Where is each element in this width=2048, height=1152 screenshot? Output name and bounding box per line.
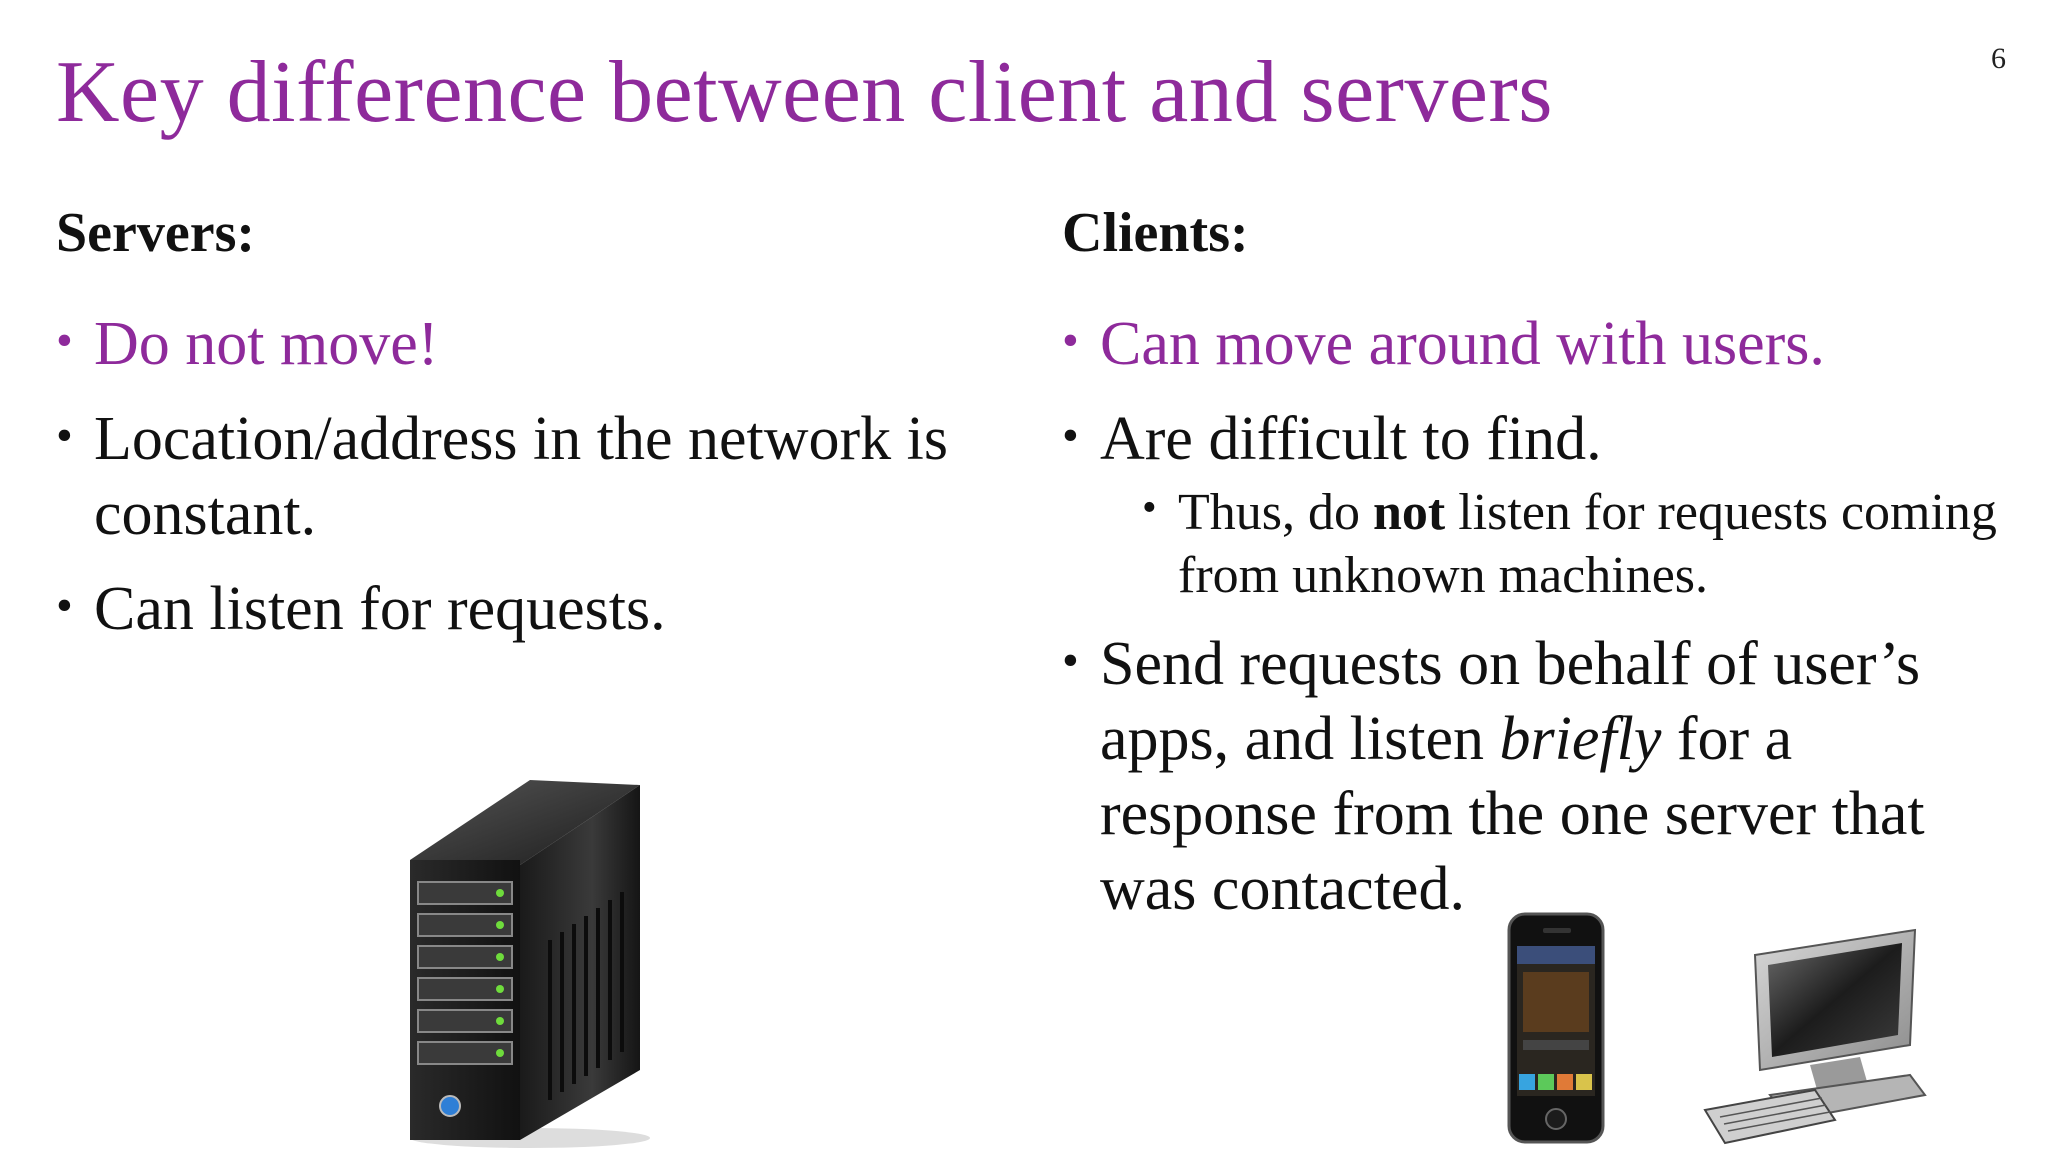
- clients-bullet-list: Can move around with users. Are difficul…: [1062, 303, 2022, 927]
- servers-heading: Servers:: [56, 202, 256, 264]
- bullet-text-end: for a response from the one server that …: [1100, 705, 1925, 924]
- clients-bullet-text: Are difficult to find.: [1100, 405, 1602, 474]
- servers-bullet: Can listen for requests.: [56, 568, 996, 647]
- clients-sub-list: Thus, do not listen for requests coming …: [1142, 477, 2022, 607]
- desktop-computer-icon: [1703, 928, 1927, 1145]
- bullet-italic-word: briefly: [1499, 705, 1662, 774]
- sub-bullet-text-end: listen for requests coming from unknown …: [1178, 484, 1997, 605]
- smartphone-icon: [1507, 912, 1605, 1144]
- clients-bullet: Are difficult to find.Thus, do not liste…: [1062, 398, 2022, 607]
- slide-number: 6: [1991, 42, 2006, 75]
- clients-column: Clients: Can move around with users. Are…: [1062, 200, 2022, 947]
- clients-bullet: Can move around with users.: [1062, 303, 2022, 382]
- servers-bullet-list: Do not move! Location/address in the net…: [56, 303, 996, 647]
- server-tower-icon: [410, 780, 650, 1148]
- clients-bullet: Send requests on behalf of user’s apps, …: [1062, 623, 2022, 927]
- bullet-text-start: Send requests on behalf of user’s apps, …: [1100, 630, 1921, 774]
- sub-bullet-text-start: Thus, do: [1178, 484, 1373, 542]
- servers-column: Servers: Do not move! Location/address i…: [56, 200, 996, 667]
- clients-sub-bullet: Thus, do not listen for requests coming …: [1142, 477, 2022, 607]
- servers-bullet: Do not move!: [56, 303, 996, 382]
- sub-bullet-bold-word: not: [1373, 484, 1446, 542]
- clients-heading: Clients:: [1062, 202, 1249, 264]
- slide-title: Key difference between client and server…: [56, 44, 1554, 141]
- servers-bullet: Location/address in the network is const…: [56, 398, 996, 552]
